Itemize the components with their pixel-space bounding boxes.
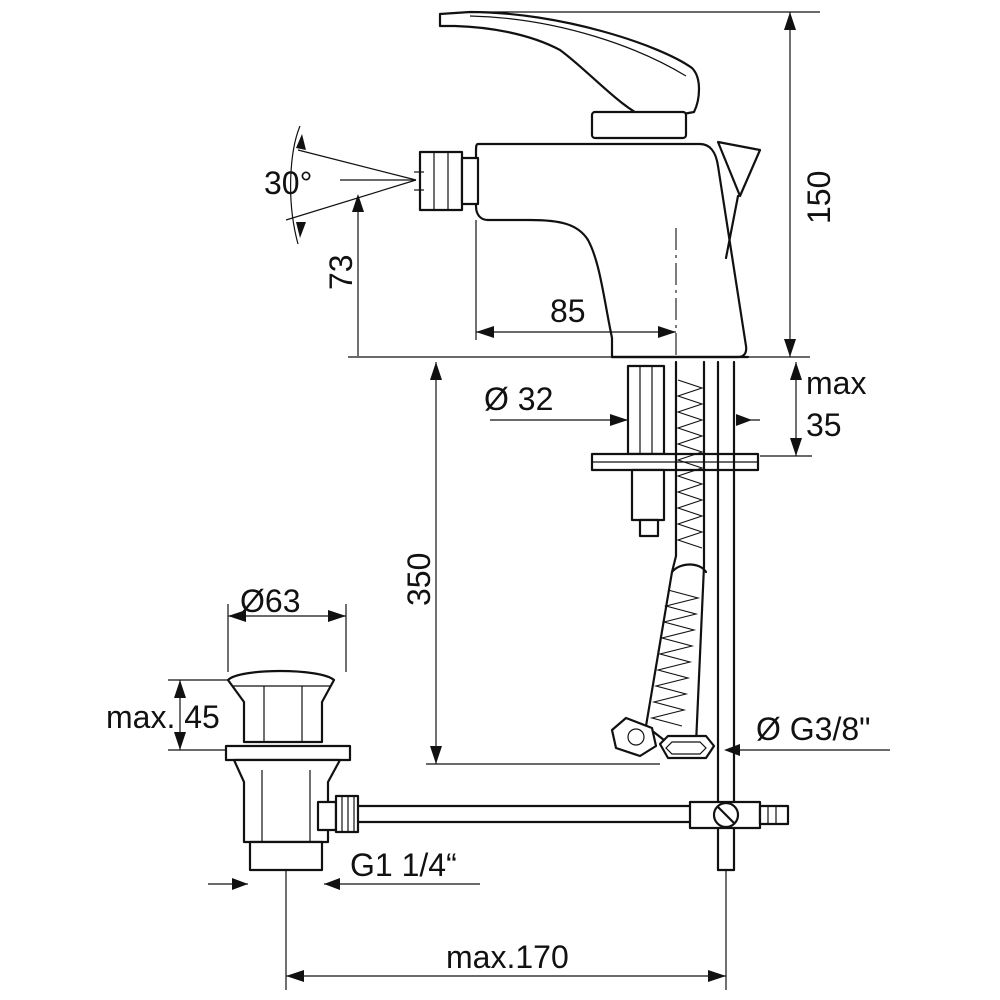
waste-assembly — [224, 669, 790, 872]
label-rod-length: max.170 — [446, 939, 569, 975]
label-shank-diameter: Ø 32 — [484, 381, 553, 417]
spout-nozzle — [418, 150, 464, 212]
label-waste-diameter: Ø63 — [240, 583, 300, 619]
deck-assembly — [590, 355, 760, 872]
fixing-nut — [630, 468, 666, 522]
mixer-body — [414, 10, 762, 360]
cartridge-cap — [590, 110, 688, 140]
dimension-labels: 30° 73 150 85 Ø 32 max 35 350 Ø63 max. 4… — [106, 165, 871, 975]
popup-knob — [716, 140, 762, 198]
label-spout-reach: 85 — [550, 293, 586, 329]
dimension-lines — [168, 11, 890, 990]
label-spout-angle: 30° — [264, 165, 312, 201]
linkage-rod — [354, 804, 698, 824]
label-deck-thickness-1: max — [806, 365, 866, 401]
waste-plug — [226, 669, 336, 744]
waste-body — [232, 758, 342, 844]
hose-nut-1 — [610, 716, 658, 758]
label-hose-length: 350 — [401, 553, 437, 606]
label-total-height: 150 — [801, 171, 837, 224]
label-deck-thickness-2: 35 — [806, 407, 842, 443]
hose-nut-2 — [658, 734, 716, 760]
mixer-body-outline — [474, 142, 748, 359]
label-waste-thread: G1 1/4“ — [350, 847, 457, 883]
label-spout-height: 73 — [323, 254, 359, 290]
label-hose-thread: Ø G3/8" — [756, 711, 871, 747]
waste-thread-tail — [248, 840, 324, 872]
waste-flange — [224, 744, 352, 762]
lever-handle — [438, 10, 701, 122]
flexible-hoses — [610, 360, 716, 760]
shank — [626, 364, 666, 456]
label-waste-height: max. 45 — [106, 699, 220, 735]
